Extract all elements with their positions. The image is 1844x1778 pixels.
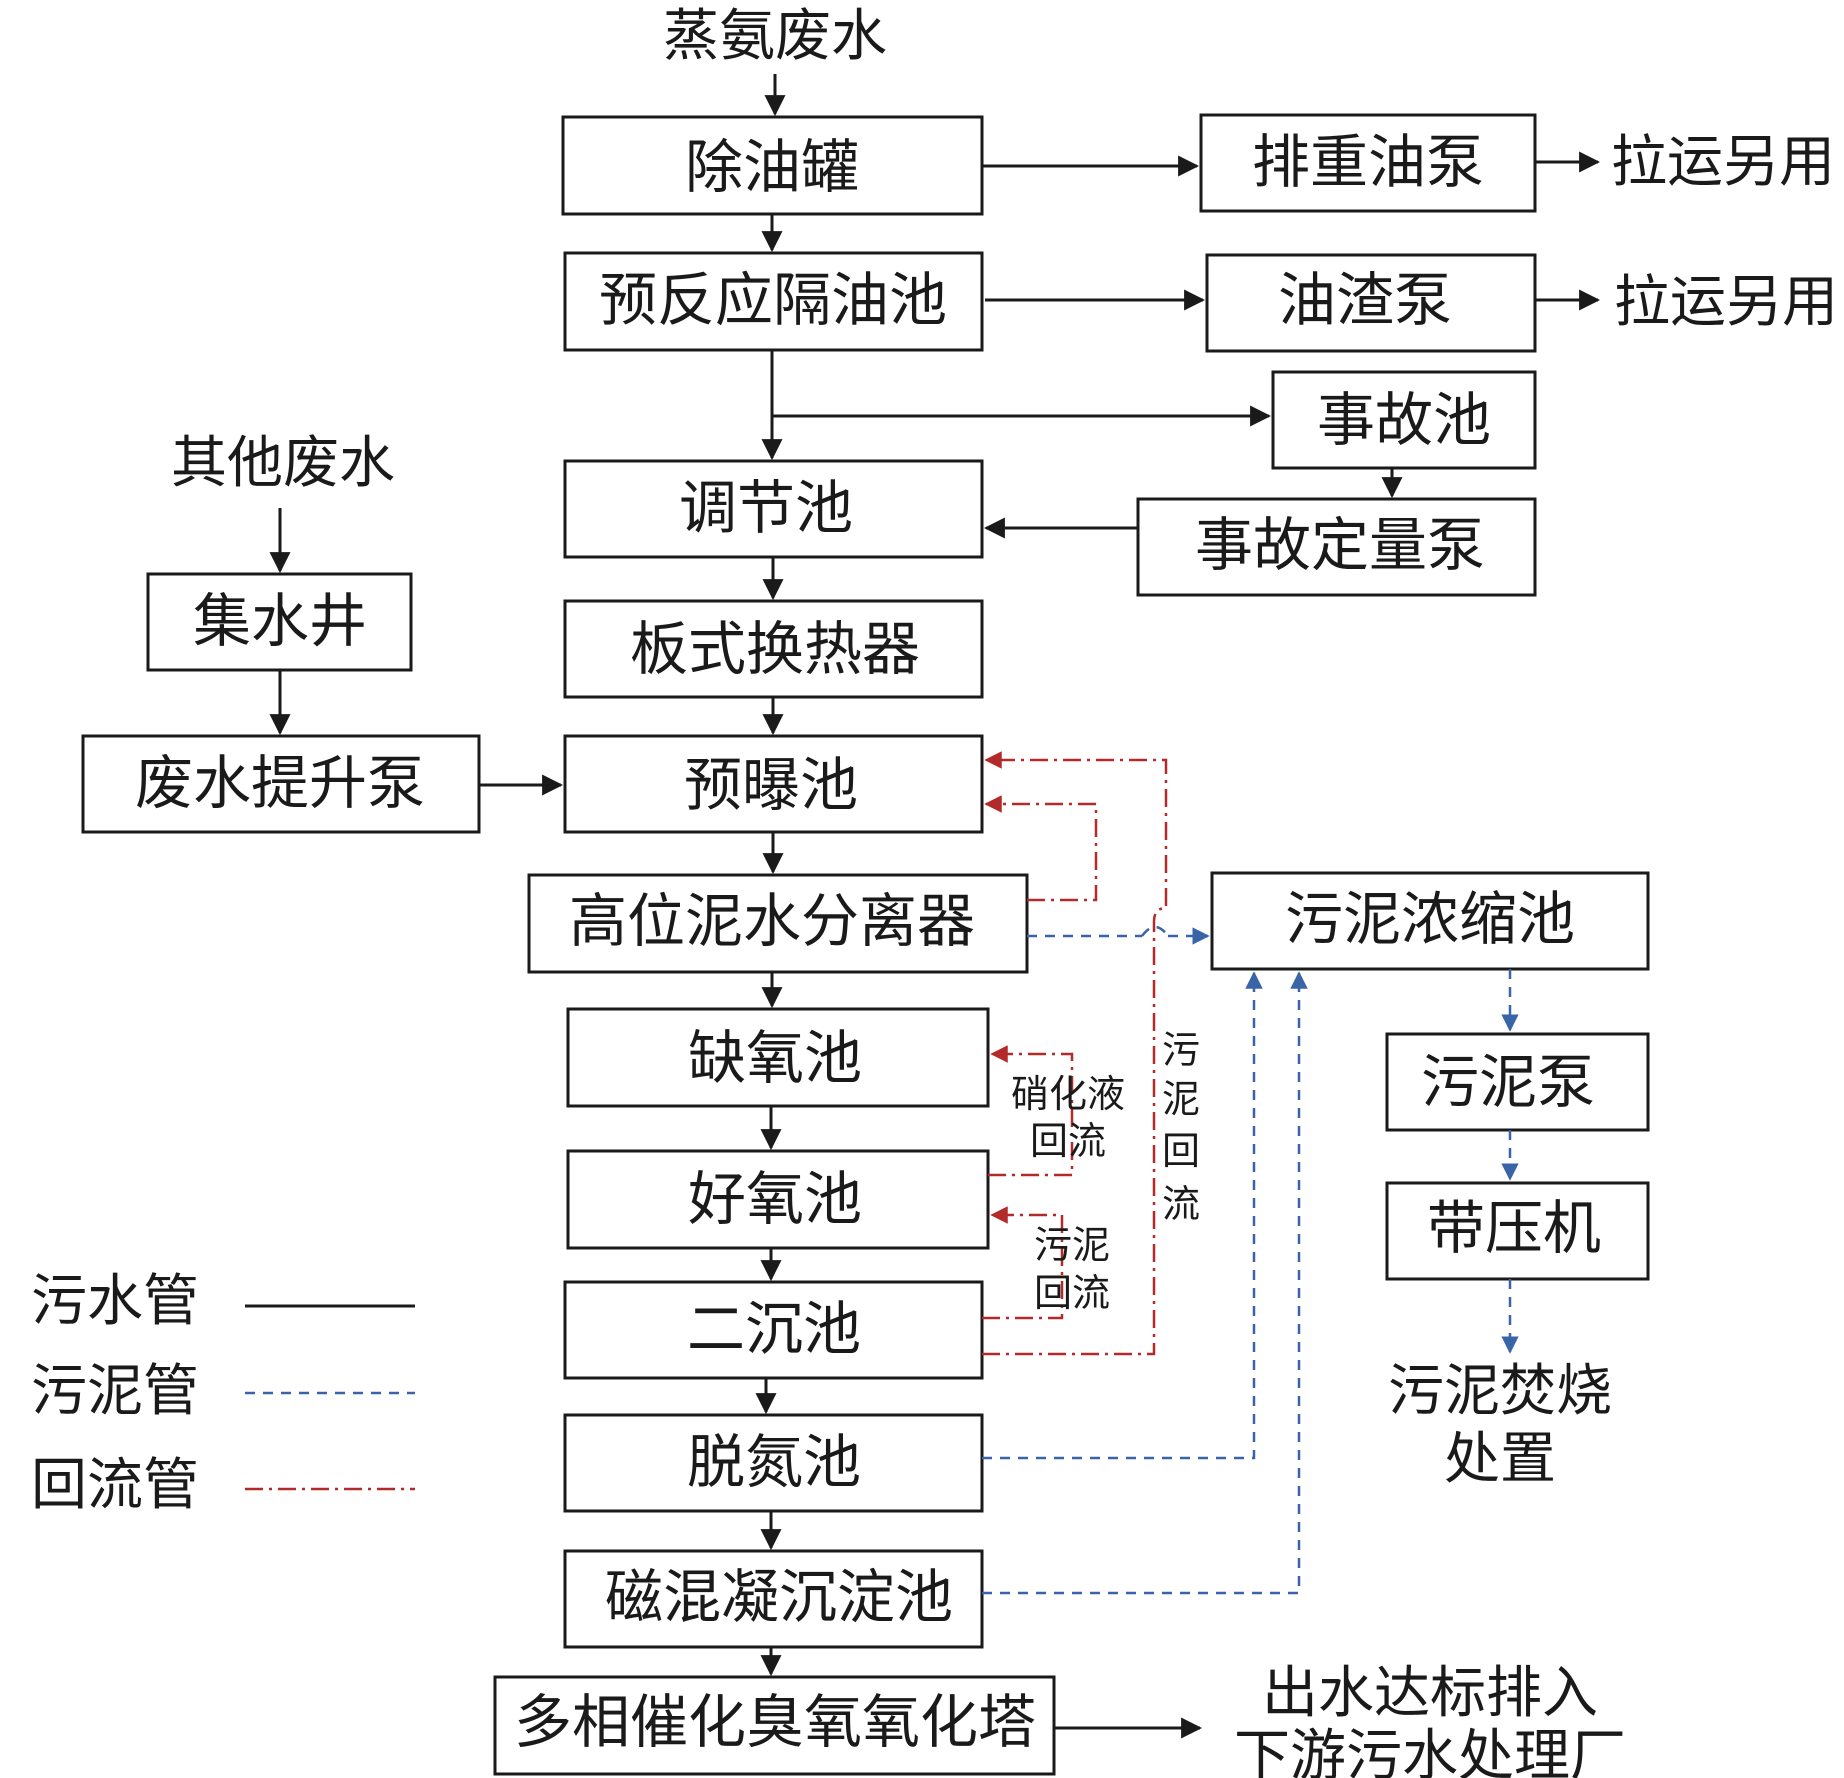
output-haul-reuse-2: 拉运另用	[1614, 270, 1838, 335]
box-anoxic-tank: 缺氧池	[566, 1007, 990, 1108]
box-emergency-tank: 事故池	[1271, 370, 1537, 470]
label-sludge-thickener: 污泥浓缩池	[1285, 885, 1575, 953]
reflux-clarifier-to-pre-aeration	[982, 751, 1168, 1356]
label-heavy-oil-pump: 排重油泵	[1252, 128, 1484, 196]
label-nitrate-reflux-1: 硝化液	[1011, 1072, 1125, 1116]
box-ozone-tower: 多相催化臭氧氧化塔	[493, 1675, 1056, 1776]
label-regulating-tank: 调节池	[679, 474, 853, 542]
label-vertical-return-1: 污	[1162, 1028, 1200, 1072]
label-ozone-tower: 多相催化臭氧氧化塔	[514, 1688, 1036, 1756]
output-haul-reuse-1: 拉运另用	[1611, 130, 1835, 195]
label-pre-aeration-tank: 预曝池	[684, 751, 858, 819]
reflux-lines	[982, 751, 1168, 1356]
output-sludge-incineration-1: 污泥焚烧	[1388, 1359, 1612, 1424]
box-heavy-oil-pump: 排重油泵	[1199, 113, 1537, 213]
input-other-wastewater: 其他废水	[171, 431, 395, 496]
label-magnetic-coagulation-tank: 磁混凝沉淀池	[605, 1563, 953, 1631]
output-effluent-2: 下游污水处理厂	[1234, 1724, 1626, 1778]
label-sludge-return-2: 回流	[1034, 1271, 1110, 1315]
label-emergency-dosing-pump: 事故定量泵	[1195, 511, 1485, 579]
box-plate-heat-exchanger: 板式换热器	[563, 599, 984, 699]
box-belt-press: 带压机	[1385, 1181, 1650, 1281]
label-vertical-return-3: 回	[1162, 1129, 1200, 1173]
label-sludge-pump: 污泥泵	[1421, 1048, 1595, 1116]
box-magnetic-coagulation-tank: 磁混凝沉淀池	[563, 1549, 984, 1649]
output-effluent-1: 出水达标排入	[1262, 1661, 1598, 1726]
label-vertical-return-4: 流	[1162, 1182, 1200, 1226]
sludge-denitrification-to-thickener	[982, 971, 1263, 1460]
label-secondary-clarifier: 二沉池	[687, 1295, 861, 1363]
input-ammonia-wastewater: 蒸氨废水	[663, 4, 887, 69]
label-oil-residue-pump: 油渣泵	[1278, 266, 1452, 334]
reflux-nitrate-aerobic-to-anoxic	[988, 1045, 1074, 1177]
box-secondary-clarifier: 二沉池	[563, 1280, 984, 1380]
legend-sludge-label: 污泥管	[31, 1359, 199, 1424]
box-sludge-thickener: 污泥浓缩池	[1210, 871, 1650, 971]
label-collection-well: 集水井	[193, 587, 367, 655]
label-pre-reaction-oil-separator: 预反应隔油池	[599, 266, 947, 334]
box-oil-residue-pump: 油渣泵	[1205, 253, 1537, 353]
label-aerobic-tank: 好氧池	[688, 1165, 862, 1233]
label-plate-heat-exchanger: 板式换热器	[630, 615, 920, 683]
label-vertical-return-2: 泥	[1162, 1077, 1200, 1121]
label-denitrification-tank: 脱氮池	[687, 1428, 861, 1496]
label-sludge-return-1: 污泥	[1034, 1223, 1110, 1267]
reflux-sludge-clarifier-to-aerobic	[982, 1206, 1064, 1320]
legend: 污水管 污泥管 回流管	[31, 1269, 415, 1518]
box-aerobic-tank: 好氧池	[566, 1149, 990, 1250]
label-anoxic-tank: 缺氧池	[688, 1024, 862, 1092]
box-collection-well: 集水井	[146, 572, 413, 672]
box-denitrification-tank: 脱氮池	[563, 1413, 984, 1513]
box-sludge-pump: 污泥泵	[1385, 1032, 1650, 1132]
box-pre-aeration-tank: 预曝池	[563, 734, 984, 834]
sludge-lines	[982, 925, 1519, 1595]
box-regulating-tank: 调节池	[563, 459, 984, 559]
reflux-separator-to-pre-aeration	[984, 795, 1098, 902]
box-emergency-dosing-pump: 事故定量泵	[1136, 497, 1537, 597]
sewage-lines	[269, 74, 1601, 1739]
output-sludge-incineration-2: 处置	[1444, 1427, 1556, 1492]
sludge-coagulation-to-thickener	[982, 971, 1308, 1595]
label-oil-removal-tank: 除油罐	[685, 133, 859, 201]
sludge-hop	[1140, 925, 1170, 937]
legend-reflux-label: 回流管	[31, 1453, 199, 1518]
label-emergency-tank: 事故池	[1317, 386, 1491, 454]
box-lift-pump: 废水提升泵	[81, 734, 481, 834]
label-high-level-separator: 高位泥水分离器	[569, 887, 975, 955]
label-lift-pump: 废水提升泵	[135, 749, 425, 817]
box-high-level-separator: 高位泥水分离器	[527, 873, 1029, 974]
label-belt-press: 带压机	[1427, 1194, 1601, 1262]
box-oil-removal-tank: 除油罐	[561, 115, 984, 216]
label-nitrate-reflux-2: 回流	[1030, 1119, 1106, 1163]
legend-sewage-label: 污水管	[31, 1269, 199, 1334]
box-pre-reaction-oil-separator: 预反应隔油池	[563, 251, 984, 352]
